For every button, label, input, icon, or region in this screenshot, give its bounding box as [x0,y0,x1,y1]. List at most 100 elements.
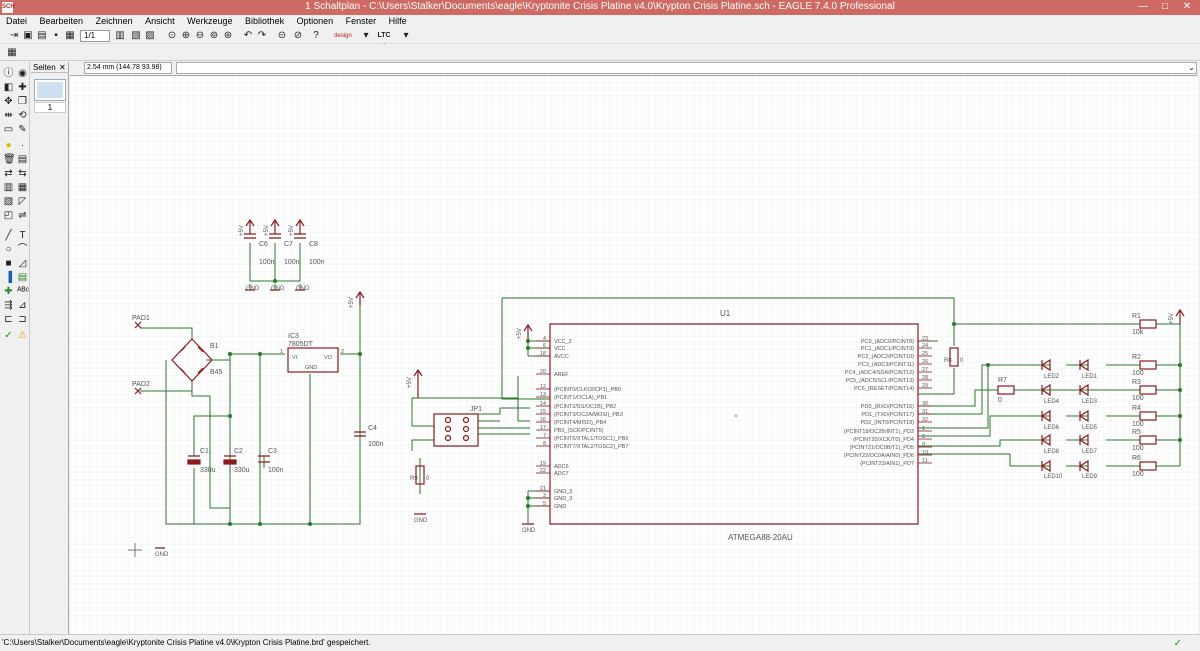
text-icon[interactable]: T [19,230,26,241]
designlink-button[interactable]: design link [334,33,352,51]
close-button[interactable]: ✕ [1182,1,1192,12]
print-icon[interactable]: ▤ [37,30,47,41]
paste-icon[interactable]: ● [5,140,12,151]
sheet-select[interactable]: 1/1 [80,30,110,42]
zoom-out-icon[interactable]: ⊖ [195,30,205,41]
schematic-drawing[interactable]: PAD1 PAD2 B1 B45 IC3 7805DT VI VO GND 1 … [70,76,1198,635]
split-icon[interactable]: ⇌ [18,210,27,221]
label-c3: C3 [268,448,277,455]
rotate-icon[interactable]: ⟲ [18,110,27,121]
replace-icon[interactable]: ▥ [3,182,14,193]
label-ic3-vi: VI [292,355,298,361]
schematic-canvas[interactable]: PAD1 PAD2 B1 B45 IC3 7805DT VI VO GND 1 … [70,75,1198,635]
chevron-down-icon[interactable]: ▾ [403,30,409,41]
pages-tab[interactable]: Seiten ✕ [31,62,69,73]
menu-ansicht[interactable]: Ansicht [145,16,175,26]
maximize-button[interactable]: □ [1161,1,1169,12]
open-icon[interactable]: ⇥ [9,30,19,41]
page-number: 1 [34,102,66,113]
label-led1: LED1 [1082,374,1098,380]
library-icon[interactable]: ▥ [115,30,125,41]
go-icon[interactable]: ⊘ [293,30,303,41]
dimension-icon[interactable]: ⊿ [18,300,27,311]
script-icon[interactable]: ▧ [131,30,141,41]
label-r8-val: 0 [960,358,964,364]
board-icon[interactable]: ▦ [65,30,75,41]
move-icon[interactable]: ✥ [4,96,13,107]
wire-icon[interactable]: ╱ [5,230,12,241]
zoom-select-icon[interactable]: ⊛ [223,30,233,41]
gateswap-icon[interactable]: ⇆ [18,168,27,179]
label-c2-val: 330u [234,467,250,474]
display-icon[interactable]: ◧ [3,82,14,93]
ltc-spice-button[interactable]: LTC spice [375,32,393,51]
dot-icon[interactable]: · [20,140,25,151]
module-icon[interactable]: ⊐ [18,314,27,325]
menu-optionen[interactable]: Optionen [296,16,334,26]
errors-icon[interactable]: ⚠ [18,330,27,341]
page-thumbnail[interactable] [34,79,66,101]
stop-icon[interactable]: ⊝ [277,30,287,41]
label-gnd-c6: GND [246,286,260,292]
rect-icon[interactable]: ■ [5,258,12,269]
menu-werkzeuge[interactable]: Werkzeuge [187,16,233,26]
label-pad1: PAD1 [132,315,150,322]
polygon-icon[interactable]: ◿ [18,258,27,269]
menu-bibliothek[interactable]: Bibliothek [245,16,285,26]
save-icon[interactable]: ▣ [23,30,33,41]
command-input[interactable]: ⌄ [176,62,1197,74]
zoom-fit-icon[interactable]: ⊙ [167,30,177,41]
label-ic3-pin1: 1 [280,349,283,355]
bus-icon[interactable]: ▐ [4,272,13,283]
redo-icon[interactable]: ↷ [257,30,267,41]
show-icon[interactable]: ◉ [18,68,27,79]
close-icon[interactable]: ✕ [59,63,66,72]
undo-icon[interactable]: ↶ [243,30,253,41]
value-icon[interactable]: ▧ [3,196,14,207]
u1-pin-name: (PCINT20/XCK/T0)_PD4 [853,437,914,443]
grid-icon[interactable]: ▦ [7,47,17,58]
junction-icon[interactable]: ✚ [4,286,13,297]
cursor-crosshair [128,543,142,557]
label-u1-value: ATMEGA88-20AU [728,533,793,542]
u1-pin-name: (PCINT0/CLKO/ICP1)_PB0 [554,387,621,393]
mark-icon[interactable]: ✚ [18,82,27,93]
chevron-down-icon[interactable]: ⌄ [1188,63,1195,72]
u1-pin-number: 25 [922,351,928,357]
u1-pin-name: (PCINT2/SS/OC1B)_PB2 [554,404,616,410]
menu-datei[interactable]: Datei [6,16,28,26]
add-icon[interactable]: ▤ [17,154,28,165]
pinswap-icon[interactable]: ⇄ [4,168,13,179]
change-icon[interactable]: ✎ [18,124,27,135]
arc-icon[interactable]: ⌒ [17,244,28,255]
menu-bearbeiten[interactable]: Bearbeiten [39,16,84,26]
menu-fenster[interactable]: Fenster [345,16,377,26]
label-r2: R2 [1132,354,1141,361]
menu-hilfe[interactable]: Hilfe [388,16,407,26]
frame-icon[interactable]: ⊏ [4,314,13,325]
cam-icon[interactable]: ▪ [54,30,58,41]
net-icon[interactable]: ▤ [17,272,28,283]
info-icon[interactable]: ⓘ [3,68,14,79]
attribute-icon[interactable]: ⇶ [4,300,13,311]
circle-icon[interactable]: ○ [5,244,12,255]
chevron-down-icon[interactable]: ▾ [363,30,369,41]
name-icon[interactable]: ▦ [17,182,28,193]
ulp-icon[interactable]: ▨ [145,30,155,41]
copy-icon[interactable]: ❐ [18,96,27,107]
menu-zeichnen[interactable]: Zeichnen [95,16,133,26]
u1-pin-number: 30 [922,401,928,407]
delete-icon[interactable]: 🗑 [3,154,16,165]
redraw-icon[interactable]: ⊚ [209,30,219,41]
group-icon[interactable]: ▭ [3,124,14,135]
smash-icon[interactable]: ◸ [18,196,27,207]
miter-icon[interactable]: ◰ [3,210,14,221]
erc-icon[interactable]: ✓ [4,330,13,341]
help-icon[interactable]: ? [313,30,319,41]
zoom-in-icon[interactable]: ⊕ [181,30,191,41]
u1-pin-number: 11 [922,458,928,464]
mirror-icon[interactable]: ⇹ [4,110,13,121]
label-icon[interactable]: ᴬᴮᶜ [17,286,30,297]
go-icon[interactable]: ✓ [1173,638,1182,649]
minimize-button[interactable]: — [1138,1,1148,12]
